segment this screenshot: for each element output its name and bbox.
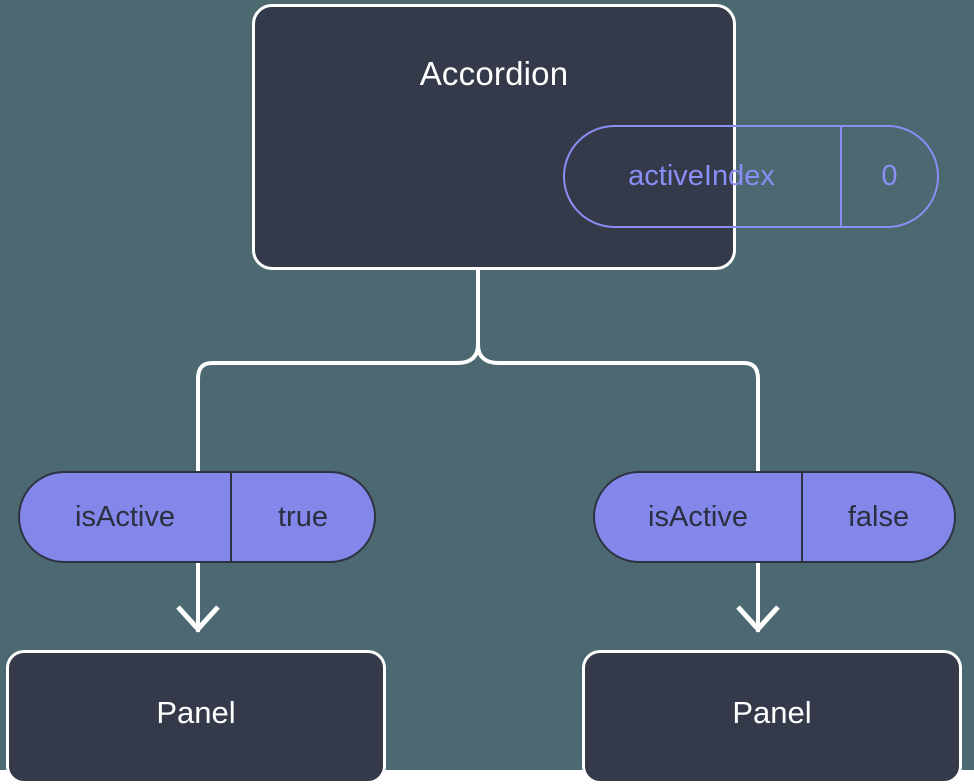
accordion-component-card[interactable]: Accordion activeIndex 0 [252, 4, 939, 270]
state-pill-key: activeIndex [565, 127, 842, 226]
prop-pill-isactive-false[interactable]: isActive false [593, 471, 956, 563]
panel-right-title: Panel [732, 695, 812, 730]
branch-line-left [196, 344, 480, 471]
panel-left-title: Panel [156, 695, 236, 730]
arrow-head-right-icon [736, 605, 780, 633]
panel-component-card-right[interactable]: Panel [582, 650, 962, 784]
state-pill-value: 0 [881, 160, 898, 192]
prop-pill-left-key: isActive [20, 473, 232, 561]
panel-component-card-left[interactable]: Panel [6, 650, 386, 784]
branch-line-right [476, 344, 760, 471]
prop-pill-right-key: isActive [595, 473, 803, 561]
prop-pill-left-value: true [278, 500, 328, 533]
prop-pill-right-value: false [847, 500, 910, 533]
state-pill-activeindex[interactable]: activeIndex 0 [563, 125, 939, 228]
prop-pill-isactive-true[interactable]: isActive true [18, 471, 376, 563]
arrow-head-left-icon [176, 605, 220, 633]
accordion-title: Accordion [419, 55, 569, 92]
